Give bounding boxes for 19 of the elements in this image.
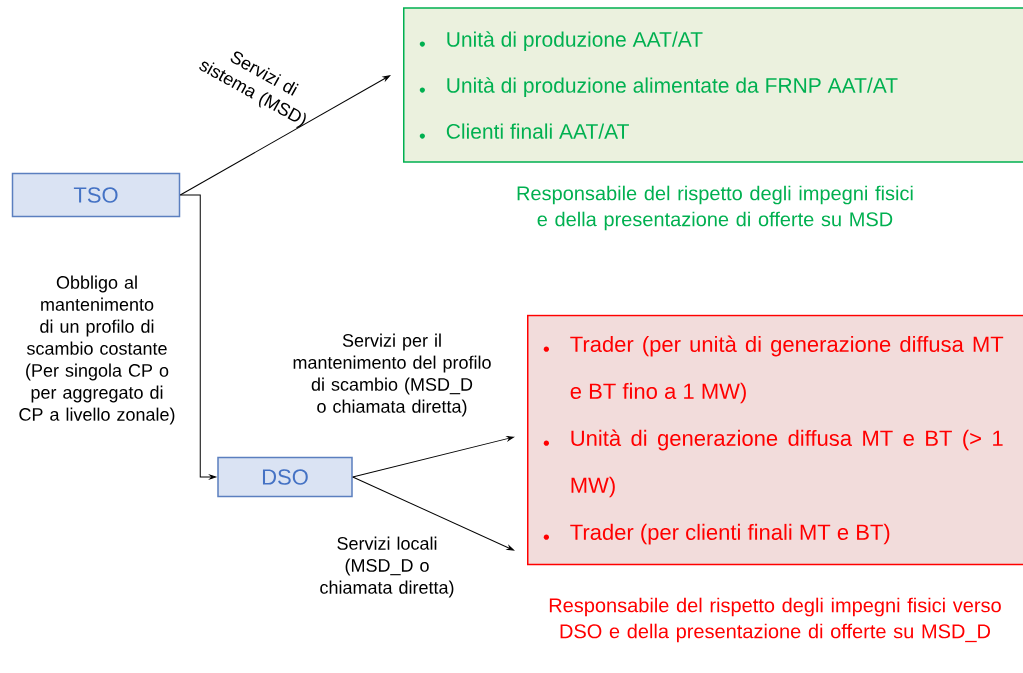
caption-text: Responsabile del rispetto degli impegni fisici verso DSO e della presentazione di offerte su MSD_D [549,597,1001,643]
bullet-item: Unità di produzione AAT/AT [419,31,703,51]
bullet-item: Trader (per unità di generazione diffusa MT e BT fino a 1 MW) [543,335,1004,404]
arrow [179,194,217,480]
edge-label: Obbligo al mantenimento di un profilo di scambio costante (Per singola CP o per aggregato di CP a livello zonale) [19,275,175,425]
bullet-item: Unità di generazione diffusa MT e BT (> 1 MW) [543,429,1003,498]
edge-label: Servizi locali (MSD_D o chiamata diretta) [320,536,454,598]
arrow [352,476,515,551]
process-box: DSO [217,456,353,498]
bullet-list-box [403,7,1023,163]
arrow [352,436,514,478]
bullet-item: Trader (per clienti finali MT e BT) [543,523,890,545]
bullet-item: Unità di produzione alimentate da FRNP AAT/AT [419,77,898,97]
caption-text: Responsabile del rispetto degli impegni fisici e della presentazione di offerte su MSD [517,185,913,231]
arrow [179,75,391,196]
bullet-list-box [527,314,1023,566]
edge-label: Servizi per il mantenimento del profilo di scambio (MSD_D o chiamata diretta) [293,333,491,417]
process-box: TSO [11,172,181,218]
bullet-item: Clienti finali AAT/AT [419,123,629,139]
